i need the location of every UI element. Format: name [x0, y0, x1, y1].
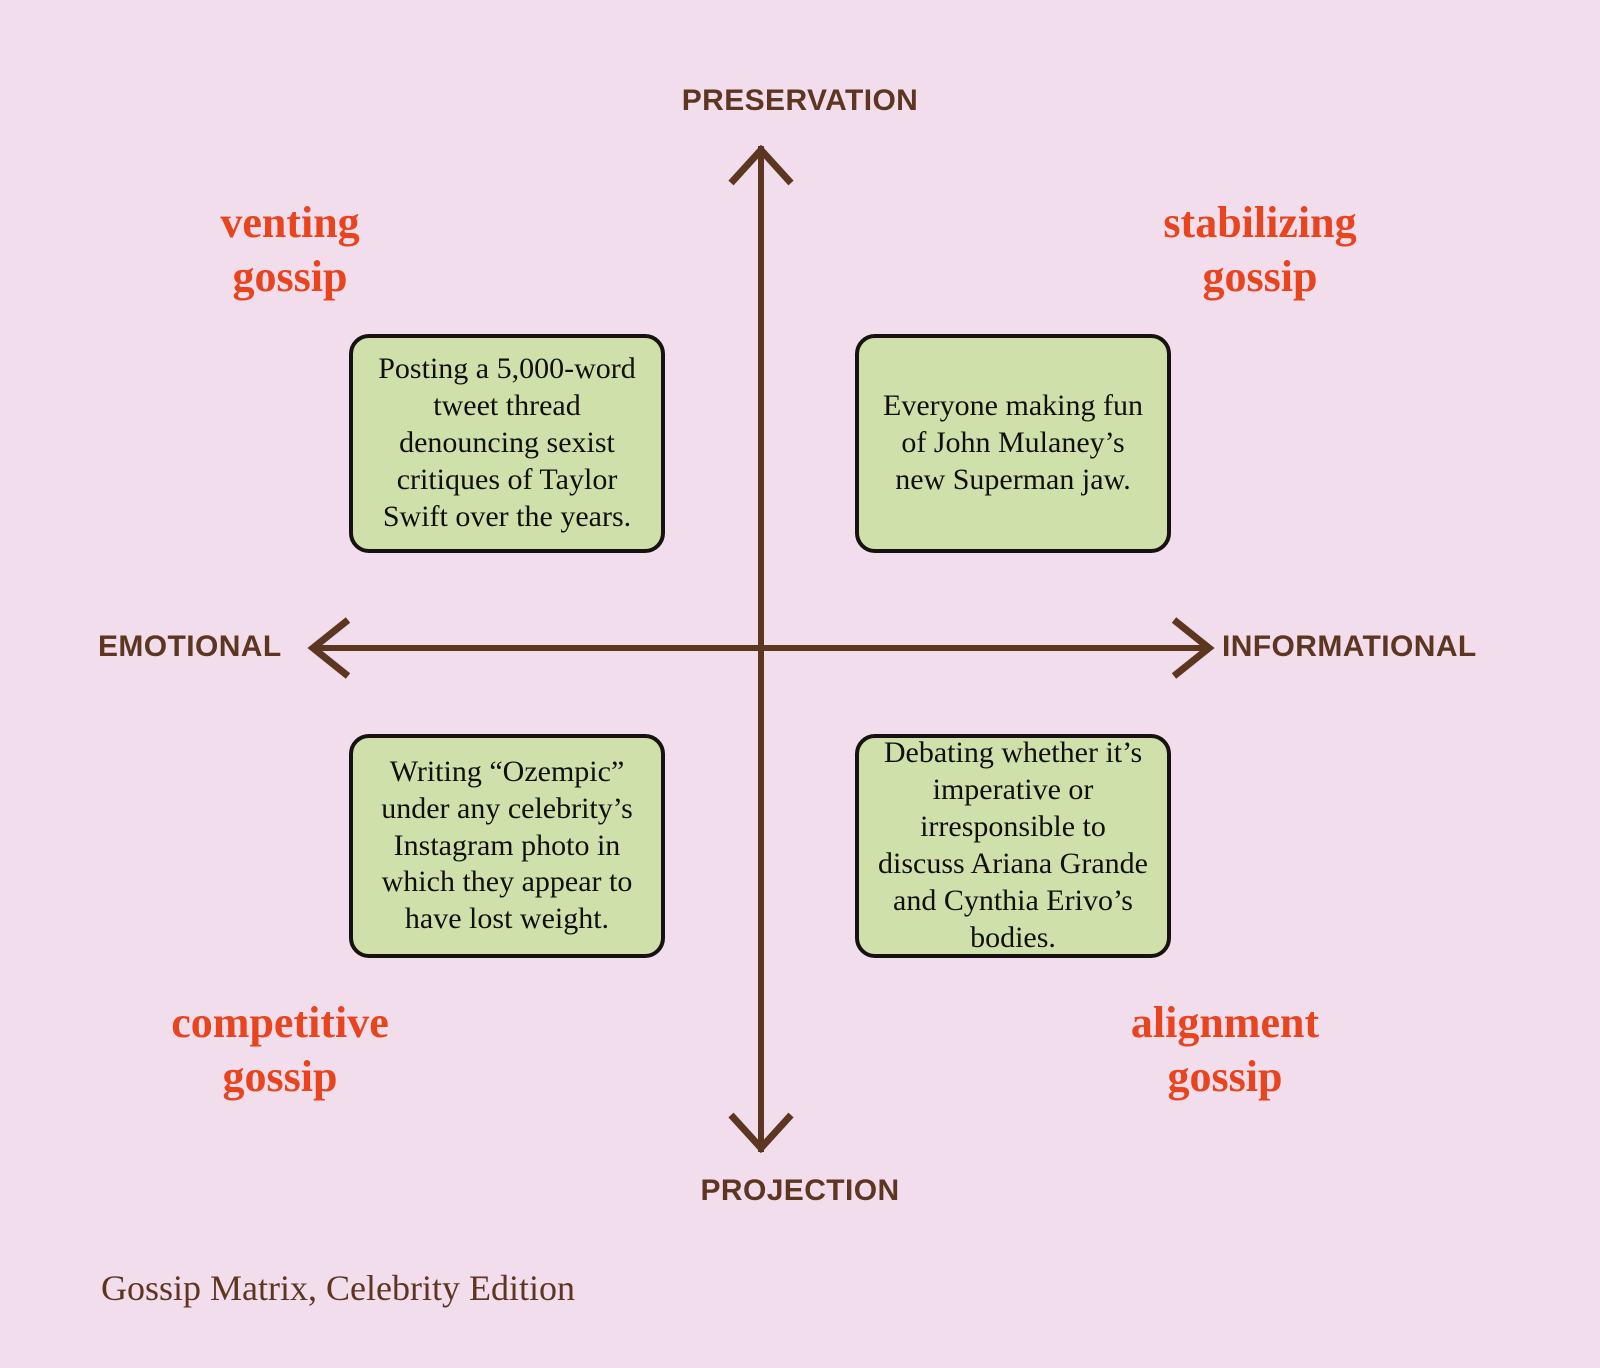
example-card-stabilizing: Everyone making fun of John Mulaney’s ne… — [855, 334, 1171, 553]
quadrant-label-alignment-line1: alignment — [1130, 998, 1320, 1047]
quadrant-label-stabilizing-line1: stabilizing — [1163, 198, 1357, 247]
example-card-venting: Posting a 5,000-word tweet thread denoun… — [349, 334, 665, 553]
arrowhead-right — [1171, 617, 1215, 679]
quadrant-label-venting-line1: venting — [220, 198, 360, 247]
quadrant-label-stabilizing-gossip: stabilizing gossip — [1090, 196, 1430, 303]
example-card-competitive-text: Writing “Ozempic” under any celebrity’s … — [381, 754, 633, 936]
arrowhead-left — [307, 617, 351, 679]
axis-label-informational: INFORMATIONAL — [1222, 630, 1477, 663]
quadrant-label-competitive-line2: gossip — [222, 1051, 338, 1101]
axis-label-preservation: PRESERVATION — [681, 84, 919, 117]
example-card-alignment-text: Debating whether it’s imperative or irre… — [878, 736, 1148, 954]
example-card-alignment: Debating whether it’s imperative or irre… — [855, 734, 1171, 958]
arrowhead-down — [728, 1112, 794, 1154]
figure-caption: Gossip Matrix, Celebrity Edition — [101, 1268, 575, 1308]
quadrant-label-alignment-line2: gossip — [1167, 1051, 1283, 1101]
quadrant-label-venting-gossip: venting gossip — [120, 196, 460, 303]
axis-label-emotional: EMOTIONAL — [98, 630, 282, 663]
quadrant-label-competitive-line1: competitive — [171, 998, 389, 1047]
example-card-venting-text: Posting a 5,000-word tweet thread denoun… — [378, 352, 636, 533]
example-card-competitive: Writing “Ozempic” under any celebrity’s … — [349, 734, 665, 958]
quadrant-label-venting-line2: gossip — [232, 251, 348, 301]
quadrant-label-stabilizing-line2: gossip — [1202, 251, 1318, 301]
example-card-stabilizing-text: Everyone making fun of John Mulaney’s ne… — [883, 389, 1143, 496]
arrowhead-up — [728, 144, 794, 186]
quadrant-label-competitive-gossip: competitive gossip — [110, 996, 450, 1103]
quadrant-label-alignment-gossip: alignment gossip — [1055, 996, 1395, 1103]
axis-label-projection: PROJECTION — [700, 1174, 900, 1207]
